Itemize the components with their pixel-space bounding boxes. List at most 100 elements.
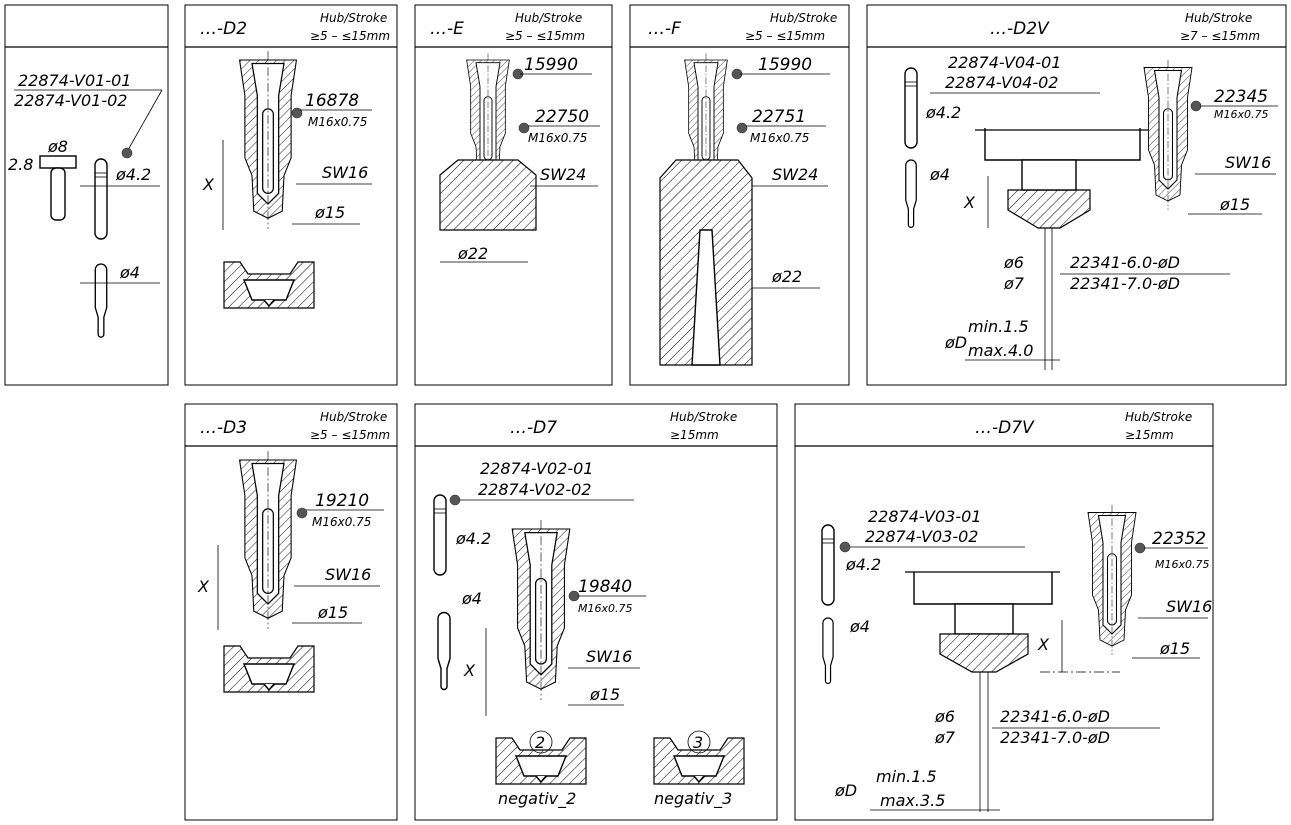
d3-range: ≥5 – ≤15mm — [310, 428, 390, 442]
d7-pin-b: 22874-V02-02 — [478, 480, 591, 499]
f-sw: SW24 — [772, 165, 818, 184]
d2-d15: ø15 — [314, 203, 345, 222]
d2v-part: 22345 — [1214, 87, 1268, 107]
d7-cup-2-badge — [529, 730, 553, 754]
d7v-part: 22352 — [1152, 529, 1206, 549]
d7v-hub: Hub/Stroke — [1125, 410, 1192, 424]
v01-d42-label: ø4.2 — [115, 165, 151, 184]
e-sw: SW24 — [540, 165, 586, 184]
d7v-valve-body — [954, 603, 1014, 635]
d7v-valve-tip — [939, 633, 1029, 673]
v01-d8-label: ø8 — [47, 137, 68, 156]
v01-headed-pin-shank — [50, 167, 66, 221]
e-hub: Hub/Stroke — [515, 11, 582, 25]
d2v-dd: øD — [944, 333, 967, 352]
v01-d4-label: ø4 — [119, 263, 140, 282]
d7v-dd: øD — [834, 781, 857, 800]
panel-v01: 22874-V01-01 22874-V01-02 ø8 2.8 ø4.2 ø4 — [8, 71, 163, 338]
panel-d7v: …-D7V Hub/Stroke ≥15mm 22874-V03-01 2287… — [821, 410, 1212, 812]
d7-cup-3-badge — [687, 730, 711, 754]
e-part: 22750 — [535, 107, 589, 127]
d2v-hub: Hub/Stroke — [1185, 11, 1252, 25]
panel-d2v: …-D2V Hub/Stroke ≥7 – ≤15mm 22874-V04-01… — [904, 11, 1278, 370]
e-part-dot — [518, 122, 530, 134]
f-part: 22751 — [752, 107, 806, 127]
d7-thread: M16x0.75 — [578, 602, 633, 615]
f-top: 15990 — [758, 55, 812, 75]
d3-title: …-D3 — [200, 418, 247, 438]
d3-part: 19210 — [315, 491, 369, 511]
d2v-d42: ø4.2 — [925, 103, 961, 122]
f-thread: M16x0.75 — [750, 131, 809, 145]
e-thread: M16x0.75 — [528, 131, 587, 145]
e-range: ≥5 – ≤15mm — [505, 29, 585, 43]
d7-sw: SW16 — [586, 647, 632, 666]
d7-pin-a: 22874-V02-01 — [480, 459, 593, 478]
panel-frames — [4, 4, 1287, 821]
d2v-valve-tip — [1007, 189, 1091, 229]
d2v-valve-body — [1021, 159, 1077, 191]
f-extension-bore — [691, 229, 721, 366]
d7v-tip-a: 22341-6.0-øD — [1000, 707, 1110, 726]
d7v-min: min.1.5 — [876, 767, 937, 786]
d3-part-dot — [296, 507, 308, 519]
d7-cup-2-number: 2 — [535, 733, 545, 752]
d7v-title: …-D7V — [975, 418, 1035, 438]
d7-hub: Hub/Stroke — [670, 410, 737, 424]
d7v-d4: ø4 — [849, 617, 870, 636]
d2v-d4: ø4 — [929, 165, 950, 184]
d7-cup-3-number: 3 — [693, 733, 703, 752]
d2v-tip-a: 22341-6.0-øD — [1070, 253, 1180, 272]
d2v-max: max.4.0 — [968, 341, 1033, 360]
d2-part-dot — [291, 107, 303, 119]
d2v-d6: ø6 — [1003, 253, 1024, 272]
d7v-manifold-plate — [913, 572, 1053, 605]
d2-range: ≥5 – ≤15mm — [310, 29, 390, 43]
d2-title: …-D2 — [200, 19, 247, 39]
panel-f: …-F Hub/Stroke ≥5 – ≤15mm 15990 22751 M1… — [648, 11, 837, 366]
d2-thread: M16x0.75 — [308, 115, 367, 129]
e-wrench-flats — [439, 159, 537, 231]
d2v-pin-b: 22874-V04-02 — [945, 73, 1058, 92]
v01-headed-pin-head — [39, 155, 77, 169]
panel-d2: …-D2 Hub/Stroke ≥5 – ≤15mm 16878 M16x0.7… — [200, 11, 390, 309]
d2v-sw: SW16 — [1225, 153, 1271, 172]
d7v-sw: SW16 — [1166, 597, 1212, 616]
d2v-part-dot — [1190, 100, 1202, 112]
d7v-d15: ø15 — [1159, 639, 1190, 658]
d3-hub: Hub/Stroke — [320, 410, 387, 424]
d7v-pin-dot — [839, 541, 851, 553]
d2-hub: Hub/Stroke — [320, 11, 387, 25]
e-d22: ø22 — [457, 244, 488, 263]
d3-sw: SW16 — [325, 565, 371, 584]
v01-long-pin — [94, 158, 108, 240]
d2v-manifold-plate — [984, 128, 1141, 161]
d7-neg2: negativ_2 — [498, 789, 576, 809]
d2-part: 16878 — [305, 91, 359, 111]
d7-long-pin — [433, 494, 447, 576]
d7-part: 19840 — [578, 577, 632, 597]
d7v-thread: M16x0.75 — [1155, 558, 1210, 571]
d2v-min: min.1.5 — [968, 317, 1029, 336]
d7v-pin-a: 22874-V03-01 — [868, 507, 981, 526]
d7-neg3: negativ_3 — [654, 789, 732, 809]
d2v-d15: ø15 — [1219, 195, 1250, 214]
d2v-x: X — [963, 193, 976, 212]
f-title: …-F — [648, 19, 681, 39]
f-hub: Hub/Stroke — [770, 11, 837, 25]
d7v-x: X — [1037, 635, 1050, 654]
d3-d15: ø15 — [317, 603, 348, 622]
v01-part-a-label: 22874-V01-01 — [18, 71, 131, 90]
v01-l28-label: 2.8 — [8, 155, 33, 174]
d7v-pin-b: 22874-V03-02 — [865, 527, 978, 546]
v01-part-leader-diag — [127, 89, 163, 151]
d7v-d6: ø6 — [934, 707, 955, 726]
d3-x: X — [197, 577, 210, 596]
d7v-tip-b: 22341-7.0-øD — [1000, 728, 1110, 747]
d7-d15: ø15 — [589, 685, 620, 704]
d7-range: ≥15mm — [670, 428, 719, 442]
d7-x: X — [463, 661, 476, 680]
d2-x: X — [202, 175, 215, 194]
d7v-d7: ø7 — [934, 728, 956, 747]
